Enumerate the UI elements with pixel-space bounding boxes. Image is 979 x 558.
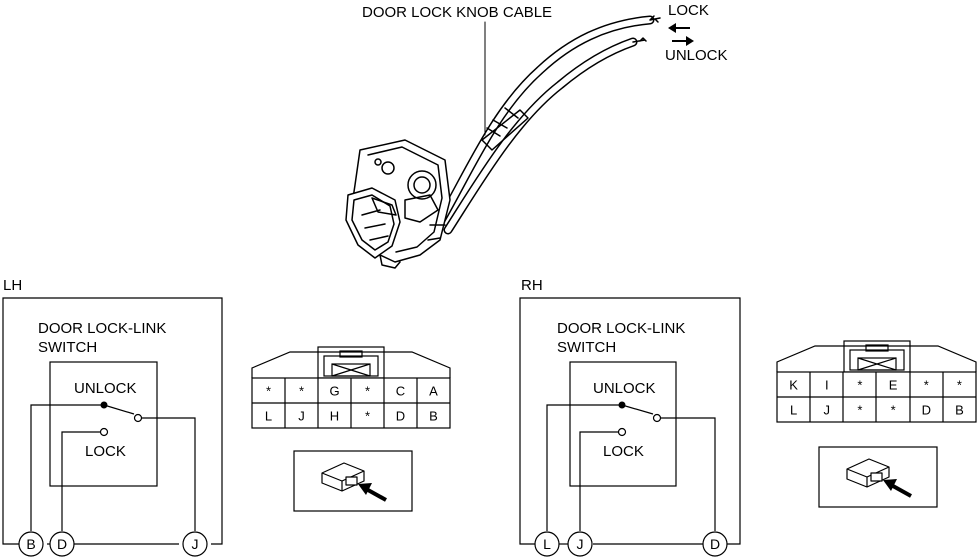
rh-connector-cell: D bbox=[922, 403, 931, 418]
rh-connector-cell: * bbox=[924, 378, 929, 393]
lh-section: LH DOOR LOCK-LINK SWITCH UNLOCK LOCK B bbox=[2, 277, 451, 557]
rh-unlock-contact bbox=[652, 413, 662, 423]
rh-connector-cell: * bbox=[857, 378, 862, 393]
knob-cables bbox=[435, 15, 661, 235]
lh-switch-title-line-1: DOOR LOCK-LINK bbox=[38, 320, 166, 337]
rh-connector-cell: B bbox=[955, 403, 964, 418]
lh-connector-grid bbox=[251, 377, 451, 429]
rh-connector: K I * E * * L J * * D B bbox=[776, 340, 977, 423]
rh-section: RH DOOR LOCK-LINK SWITCH UNLOCK LOCK L J bbox=[519, 277, 977, 557]
lh-switch-schematic bbox=[2, 297, 223, 545]
lh-connector-latch bbox=[317, 346, 385, 379]
lh-connector-view-icon bbox=[321, 462, 365, 492]
lock-arrow-icon bbox=[668, 23, 690, 33]
unlock-arrow-icon bbox=[672, 36, 694, 46]
rh-connector-cell: J bbox=[824, 403, 831, 418]
rh-lock-contact bbox=[617, 427, 627, 437]
lh-terminal-d-label: D bbox=[57, 536, 67, 552]
unlock-direction-label: UNLOCK bbox=[665, 47, 728, 64]
rh-side-label: RH bbox=[521, 277, 543, 294]
cable-label: DOOR LOCK KNOB CABLE bbox=[362, 4, 552, 21]
latch-body bbox=[345, 139, 451, 269]
lh-connector-cell: J bbox=[298, 409, 305, 424]
lh-connector-cell: D bbox=[396, 409, 405, 424]
rh-terminal-d-label: D bbox=[710, 536, 720, 552]
door-lock-actuator-illustration bbox=[345, 15, 661, 269]
lh-terminal-j: J bbox=[182, 531, 208, 557]
lh-lock-label: LOCK bbox=[85, 443, 126, 460]
rh-connector-cell: K bbox=[789, 378, 798, 393]
lh-terminal-b-label: B bbox=[26, 536, 35, 552]
lh-connector-cell: * bbox=[365, 409, 370, 424]
lh-connector-cell: H bbox=[330, 409, 339, 424]
rh-connector-cell: L bbox=[790, 403, 797, 418]
rh-terminal-d: D bbox=[702, 531, 728, 557]
lh-connector-cell: B bbox=[429, 409, 438, 424]
rh-terminal-l: L bbox=[534, 531, 560, 557]
lh-unlock-contact bbox=[133, 413, 143, 423]
rh-view-direction-box bbox=[818, 446, 938, 508]
lh-side-label: LH bbox=[3, 277, 22, 294]
lh-terminal-b: B bbox=[18, 531, 44, 557]
rh-view-arrow-icon bbox=[883, 479, 912, 498]
lh-connector-cell: * bbox=[266, 384, 271, 399]
lh-lock-contact bbox=[99, 427, 109, 437]
lh-common-contact bbox=[100, 401, 108, 409]
lh-connector-cell: A bbox=[429, 384, 438, 399]
lh-view-arrow-icon bbox=[358, 483, 387, 502]
lh-connector-cell: * bbox=[365, 384, 370, 399]
lh-connector: * * G * C A L J H * D B bbox=[251, 346, 451, 429]
rh-terminal-l-label: L bbox=[543, 536, 551, 552]
rh-lock-label: LOCK bbox=[603, 443, 644, 460]
lh-terminal-j-label: J bbox=[192, 536, 199, 552]
lh-connector-cell: G bbox=[329, 384, 339, 399]
rh-connector-cell: E bbox=[889, 378, 898, 393]
lh-connector-cell: * bbox=[299, 384, 304, 399]
lh-unlock-label: UNLOCK bbox=[74, 380, 137, 397]
rh-common-contact bbox=[618, 401, 626, 409]
lh-connector-cells: * * G * C A L J H * D B bbox=[265, 384, 438, 424]
lh-view-direction-box bbox=[293, 450, 413, 512]
rh-connector-cell: * bbox=[891, 403, 896, 418]
rh-switch-title-line-2: SWITCH bbox=[557, 339, 616, 356]
rh-unlock-label: UNLOCK bbox=[593, 380, 656, 397]
rh-connector-cell: * bbox=[857, 403, 862, 418]
lh-terminal-d: D bbox=[49, 531, 75, 557]
lh-switch-title-line-2: SWITCH bbox=[38, 339, 97, 356]
rh-terminal-j-label: J bbox=[577, 536, 584, 552]
rh-connector-cell: * bbox=[957, 378, 962, 393]
lh-connector-cell: C bbox=[396, 384, 405, 399]
rh-connector-cells: K I * E * * L J * * D B bbox=[789, 378, 964, 418]
lock-direction-label: LOCK bbox=[668, 2, 709, 19]
rh-connector-grid bbox=[776, 371, 977, 423]
rh-terminal-j: J bbox=[567, 531, 593, 557]
lh-connector-cell: L bbox=[265, 409, 272, 424]
rh-connector-cell: I bbox=[825, 378, 829, 393]
rh-connector-view-icon bbox=[846, 458, 890, 488]
rh-switch-schematic bbox=[519, 297, 741, 545]
rh-switch-title-line-1: DOOR LOCK-LINK bbox=[557, 320, 685, 337]
